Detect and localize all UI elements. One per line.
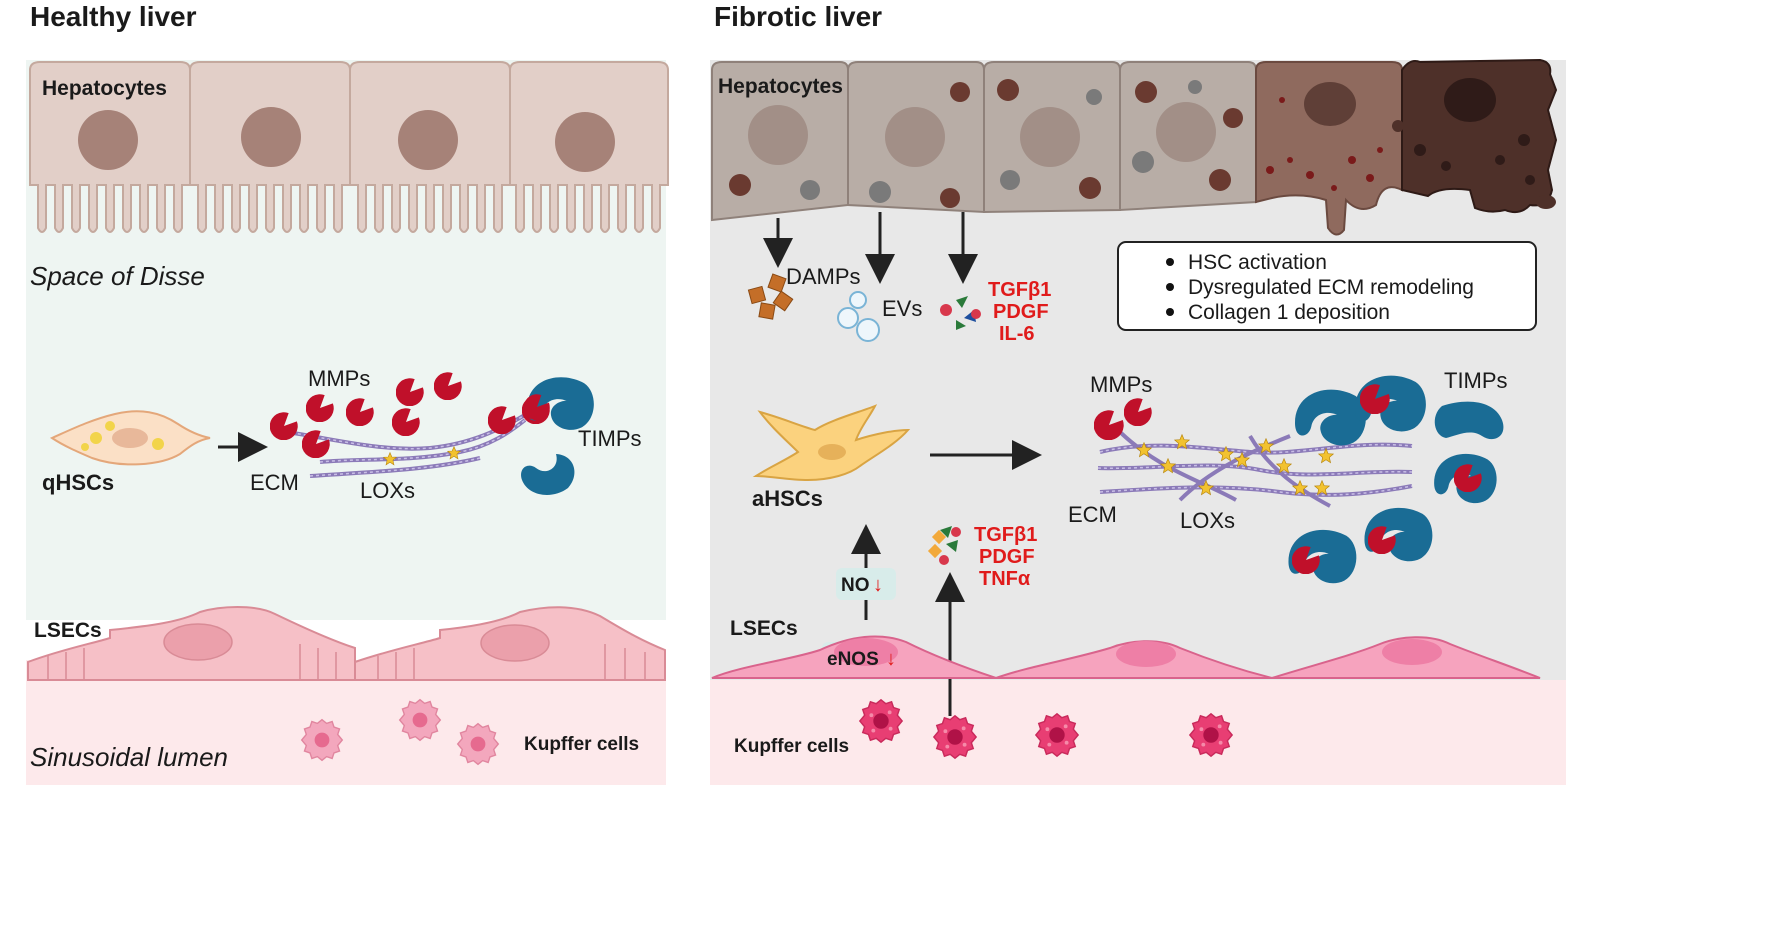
mmps-label: MMPs [308,366,370,391]
factor-bottom-1: PDGF [979,546,1035,568]
factor-bottom-2: TNFα [979,568,1031,590]
hepatocyte-cell [29,61,191,233]
ahscs-label: aHSCs [752,486,823,511]
factor-top-0: TGFβ1 [988,279,1051,301]
damps-label: DAMPs [786,264,861,289]
no-box [836,568,896,600]
loxs-label: LOXs [360,478,415,503]
timps-label: TIMPs [578,426,642,451]
damaged-hepatocyte [1255,61,1403,236]
fibrotic-ecm-label: ECM [1068,502,1117,527]
qhscs-label: qHSCs [42,470,114,495]
hepatocyte-cell [983,61,1121,214]
fibrotic-mmps-label: MMPs [1090,372,1152,397]
hepatocyte-cell [847,61,985,214]
hepatocyte-cell [349,61,511,233]
hepatocyte-cell [509,61,669,233]
factor-top-1: PDGF [993,301,1049,323]
healthy-hepatocytes [29,61,669,233]
fibrotic-lsecs-label: LSECs [730,617,798,640]
healthy-title: Healthy liver [30,1,197,32]
healthy-panel: Healthy liver Hepatocytes Space of Disse… [26,1,669,785]
fibrotic-title: Fibrotic liver [714,1,882,32]
ahsc-cell [752,404,911,482]
summary-box [1117,241,1537,331]
timp-inhibitor [521,454,575,495]
cytokines-icon [940,296,981,330]
bullet-0: HSC activation [1188,251,1327,274]
factor-bottom-0: TGFβ1 [974,524,1037,546]
fibrotic-lsecs [711,635,1541,679]
no-label: NO [841,575,870,596]
fibrotic-lumen-region [710,680,1566,785]
kupffer-cells-label: Kupffer cells [524,734,639,755]
fibrotic-hepatocytes-label: Hepatocytes [718,75,843,98]
qhsc-cell [49,410,211,466]
kupffer-cytokines-icon [927,526,961,565]
no-down-arrow: ↓ [873,574,883,596]
hepatocyte-cell [711,61,849,222]
fibrotic-panel: Fibrotic liver Hepatocytes DAMPs EVs TGF… [710,1,1566,785]
fibrotic-kupffer-label: Kupffer cells [734,736,849,757]
evs-label: EVs [882,296,922,321]
hepatocyte-cell [1119,61,1257,212]
fibrotic-ecm-fibers [1097,430,1413,508]
lsecs-label: LSECs [34,619,102,642]
fibrotic-hepatocytes [711,58,1558,236]
healthy-lsecs [27,606,666,681]
hepatocytes-label: Hepatocytes [42,77,167,100]
bullet-2: Collagen 1 deposition [1188,301,1390,324]
necrotic-hepatocyte [1392,58,1558,214]
hepatocyte-cell [189,61,351,233]
factor-top-2: IL-6 [999,323,1035,345]
ecm-label: ECM [250,470,299,495]
space-of-disse-label: Space of Disse [30,261,205,291]
enos-label: eNOS [827,649,879,670]
damps-icon [747,273,794,320]
enos-down-arrow: ↓ [886,648,896,670]
bullet-1: Dysregulated ECM remodeling [1188,276,1474,299]
fibrotic-loxs-label: LOXs [1180,508,1235,533]
timp-inhibitor [1434,401,1504,440]
sinusoidal-lumen-label: Sinusoidal lumen [30,742,228,772]
fibrotic-timps-label: TIMPs [1444,368,1508,393]
evs-icon [837,291,880,342]
